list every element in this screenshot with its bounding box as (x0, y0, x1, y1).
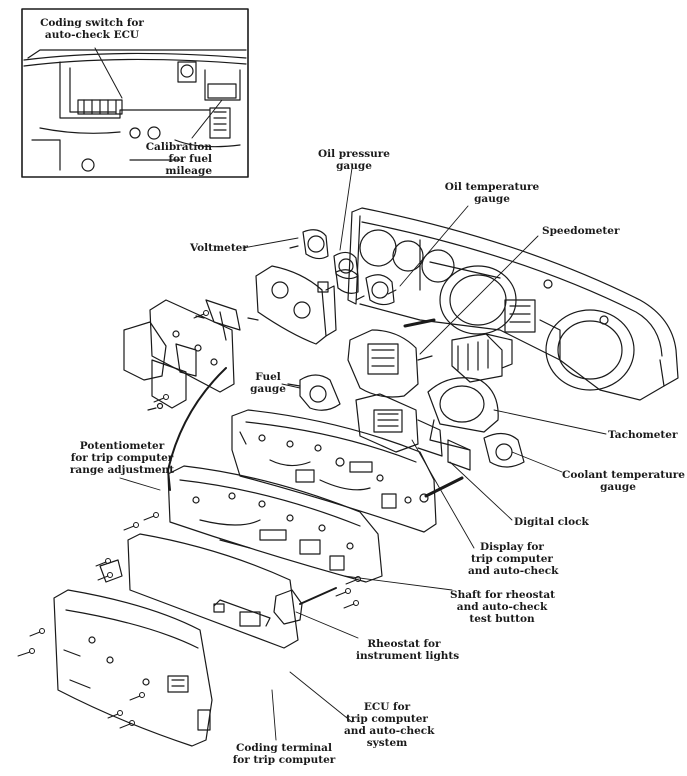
wire-harness (167, 367, 227, 491)
speedometer-module (347, 318, 436, 398)
potentiometer-label: Potentiometer for trip computer range ad… (69, 440, 175, 476)
oil-pressure-label: Oil pressure gauge (317, 148, 390, 172)
inset-detail-view (21, 8, 249, 178)
display-module (355, 393, 471, 471)
shaft-label: Shaft for rheostat and auto-check test b… (450, 589, 556, 625)
gauge-mounting-plate (255, 265, 337, 345)
relay-blocks (451, 333, 513, 383)
ecu-label: ECU for trip computer and auto-check sys… (344, 701, 435, 749)
fuel-gauge-component (287, 374, 341, 411)
rheostat-label: Rheostat for instrument lights (356, 638, 460, 662)
speedometer-label: Speedometer (542, 225, 620, 237)
coding-terminal-label: Coding terminal for trip computer (232, 742, 336, 766)
coolant-gauge-component (483, 432, 525, 468)
coding-switch-label: Coding switch for auto-check ECU (40, 17, 144, 41)
calibration-label: Calibration for fuel mileage (145, 141, 212, 177)
digital-clock-shaft (419, 476, 464, 503)
potentiometer-bracket (99, 559, 123, 583)
rheostat-component (273, 587, 337, 625)
left-circuit-board (123, 299, 259, 411)
screws (17, 289, 397, 729)
display-label: Display for trip computer and auto-check (468, 541, 559, 577)
tachometer-component (427, 377, 499, 451)
coolant-temperature-label: Coolant temperature gauge (562, 469, 685, 493)
fuel-gauge-label: Fuel gauge (250, 371, 286, 395)
small-gauge-group (289, 229, 395, 306)
leader-lines (119, 167, 607, 741)
digital-clock-label: Digital clock (514, 516, 589, 528)
printed-circuit-board (231, 409, 437, 533)
rear-mounting-plate (127, 533, 299, 649)
back-plate (53, 589, 213, 747)
mid-circuit-plate (167, 465, 383, 583)
oil-temperature-label: Oil temperature gauge (444, 181, 540, 205)
instrument-cluster-housing (347, 207, 679, 401)
tachometer-label: Tachometer (608, 429, 678, 441)
voltmeter-label: Voltmeter (190, 242, 248, 254)
